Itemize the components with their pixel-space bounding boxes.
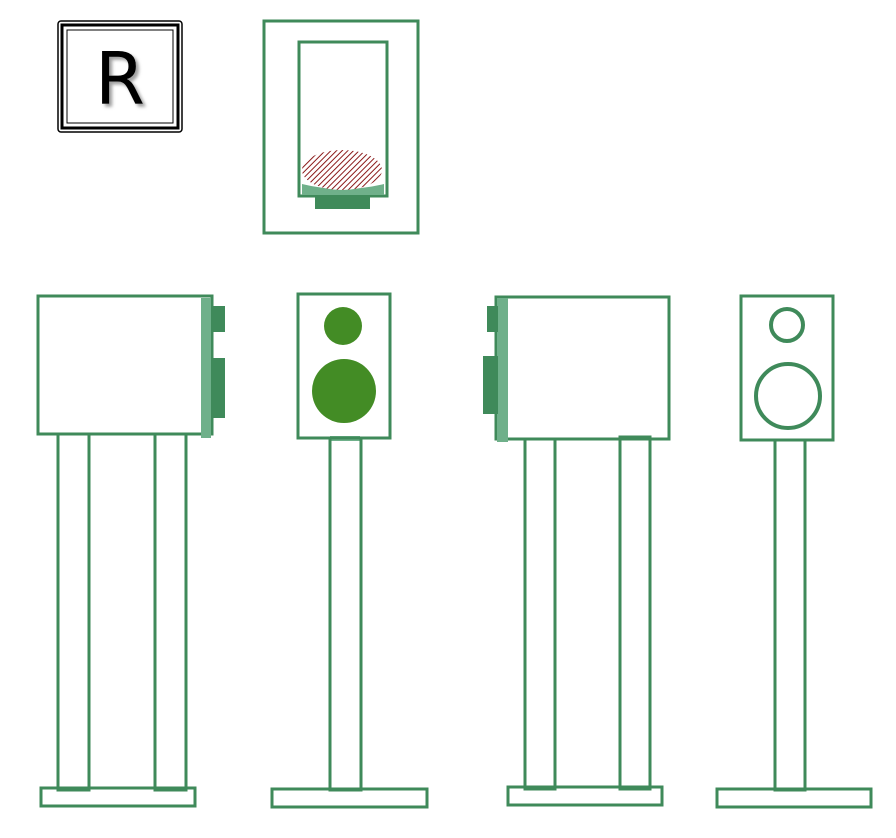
right-pillar-back — [618, 435, 652, 791]
top-view-stand-top — [315, 195, 370, 209]
right-cabinet — [494, 295, 671, 441]
left-tweeter-bump — [211, 306, 225, 332]
right-woofer-bump — [483, 356, 498, 414]
front-view-filled — [270, 292, 429, 809]
right-pillar-front — [523, 437, 557, 791]
outline-cabinet — [739, 294, 835, 442]
left-pillar-back — [153, 432, 188, 792]
front-base — [270, 787, 429, 809]
outline-tweeter — [769, 307, 805, 343]
right-side-view — [483, 295, 671, 807]
front-tweeter — [324, 307, 362, 345]
top-view-driver-hatch — [302, 150, 382, 190]
left-base — [39, 786, 197, 808]
right-tweeter-bump — [487, 306, 498, 332]
badge-letter: R — [95, 37, 145, 121]
left-cabinet — [36, 294, 214, 436]
right-front-baffle — [497, 298, 508, 442]
top-view-frame — [262, 19, 420, 235]
left-side-view — [36, 294, 225, 808]
left-front-baffle — [201, 298, 211, 438]
front-pillar — [328, 436, 363, 792]
left-pillar-front — [56, 432, 91, 792]
front-view-outline — [715, 294, 873, 809]
top-view — [262, 19, 420, 235]
right-base — [506, 785, 664, 807]
outline-pillar — [773, 438, 807, 792]
front-woofer — [312, 359, 376, 423]
left-woofer-bump — [211, 358, 225, 418]
outline-base — [715, 787, 873, 809]
outline-woofer — [754, 362, 822, 430]
orientation-badge: R — [57, 20, 183, 133]
